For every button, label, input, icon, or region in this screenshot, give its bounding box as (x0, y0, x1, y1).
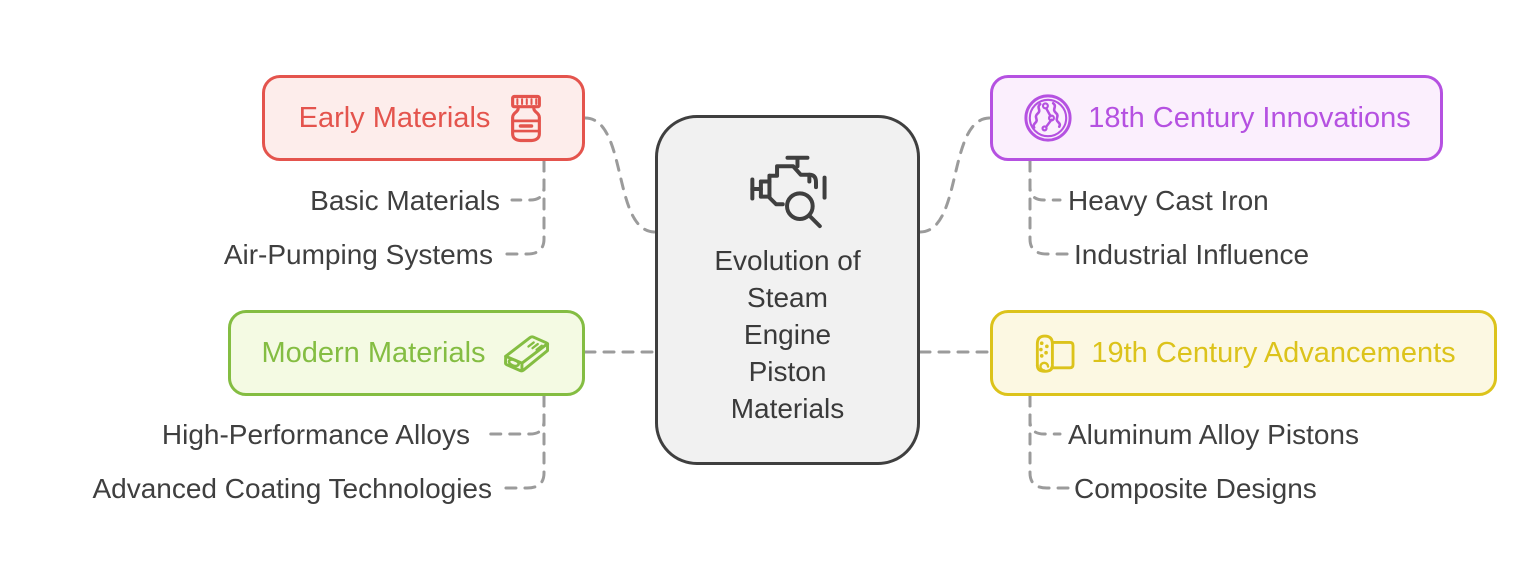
branch-19th-century-advancements-label: 19th Century Advancements (1091, 336, 1456, 369)
connector-modern-high-performance (480, 394, 546, 436)
connector-early-to-center (583, 116, 657, 234)
leaf-heavy-cast-iron: Heavy Cast Iron (1068, 185, 1269, 216)
microbe-innovation-icon (1024, 94, 1072, 142)
connector-advancements-composite-designs (1028, 394, 1070, 490)
connector-innovations-industrial-influence (1028, 159, 1070, 256)
leaf-aluminum-alloy-pistons: Aluminum Alloy Pistons (1068, 419, 1360, 450)
material-roll-icon (1036, 334, 1075, 373)
connector-early-air-pumping (503, 159, 546, 256)
branch-modern-materials-label: Modern Materials (261, 336, 486, 369)
branch-early-materials: Early Materials (262, 75, 585, 161)
branch-18th-century-innovations: 18th Century Innovations (990, 75, 1443, 161)
branch-early-materials-label: Early Materials (298, 101, 491, 134)
center-node-label: Evolution of Steam Engine Piston Materia… (714, 245, 861, 424)
center-node: Evolution of Steam Engine Piston Materia… (655, 115, 920, 465)
leaf-advanced-coating-technologies: Advanced Coating Technologies (92, 473, 492, 504)
branch-19th-century-advancements: 19th Century Advancements (990, 310, 1497, 396)
metal-ingot-icon (503, 335, 549, 373)
connector-innovations-heavy-cast-iron (1028, 159, 1062, 202)
branch-18th-century-innovations-label: 18th Century Innovations (1088, 101, 1411, 134)
connector-early-basic-materials (510, 159, 546, 202)
branch-modern-materials: Modern Materials (228, 310, 585, 396)
connector-center-to-innovations (918, 116, 992, 234)
leaf-industrial-influence: Industrial Influence (1074, 239, 1310, 270)
material-jar-icon (511, 94, 542, 142)
leaf-basic-materials: Basic Materials (310, 185, 500, 216)
leaf-composite-designs: Composite Designs (1074, 473, 1317, 504)
connector-advancements-aluminum-alloy (1028, 394, 1062, 436)
leaf-high-performance-alloys: High-Performance Alloys (161, 419, 470, 450)
leaf-air-pumping-systems: Air-Pumping Systems (223, 239, 493, 270)
connector-modern-advanced-coating (502, 394, 546, 490)
engine-diagnostics-icon (750, 155, 827, 229)
